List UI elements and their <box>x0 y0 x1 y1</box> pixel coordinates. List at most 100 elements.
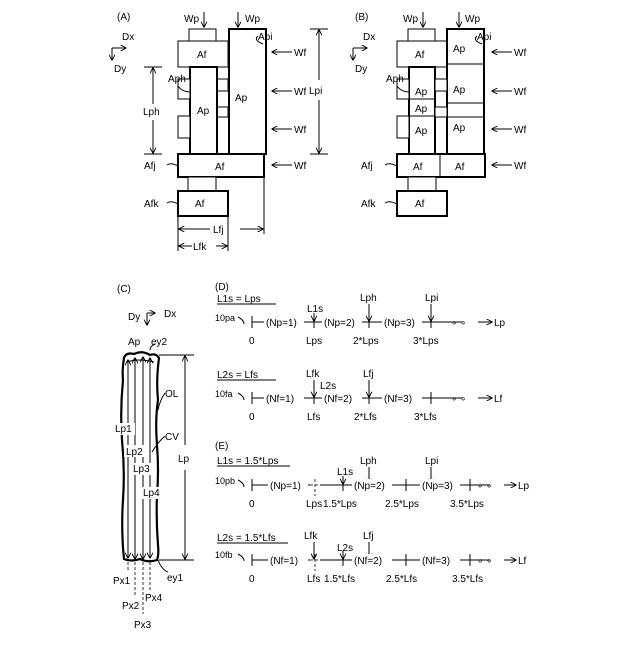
ap-label: Ap <box>415 126 428 137</box>
wf-label: Wf <box>514 48 526 59</box>
e-row1-seg3: (Np=3) <box>422 481 453 492</box>
af-label: Af <box>195 199 205 210</box>
ap-label: Ap <box>128 337 141 348</box>
lp4-label: Lp4 <box>143 488 160 499</box>
panel-c: (C) Dy Dx Ap ey2 Lp1 Lp2 Lp3 Lp4 OL CV <box>113 284 194 631</box>
panel-e-label: (E) <box>215 441 228 452</box>
d-row2-t2: 2*Lfs <box>354 412 377 423</box>
af-label: Af <box>215 162 225 173</box>
d-row2-mark: L2s <box>320 381 336 392</box>
e-row-2: L2s = 1.5*Lfs 10fb Lfk Lfj L2s (Nf=1) (N… <box>215 531 527 585</box>
ap-label: Ap <box>415 87 428 98</box>
connector-block <box>435 79 447 91</box>
d-row2-t1: Lfs <box>307 412 320 423</box>
e-row1-t3: 2.5*Lps <box>385 499 419 510</box>
d-row1-seg2: (Np=2) <box>324 318 355 329</box>
ap-column-tall <box>229 29 266 154</box>
wp-label-1: Wp <box>403 14 418 25</box>
ap-label: Ap <box>235 93 248 104</box>
wp-label-2: Wp <box>465 14 480 25</box>
e-row2-ref: 10fb <box>215 550 233 560</box>
lfj-label: Lfj <box>213 225 224 236</box>
d-row1-top1: Lph <box>360 293 377 304</box>
panel-a: (A) Dx Dy Wp Wp Af Ap Ap Af <box>112 12 328 253</box>
af-label: Af <box>455 162 465 173</box>
d-row1-t1: Lps <box>306 336 322 347</box>
af-label: Af <box>415 50 425 61</box>
e-row1-t1: Lps <box>306 499 322 510</box>
wp-label-2: Wp <box>245 14 260 25</box>
d-row1-mark: L1s <box>307 304 323 315</box>
e-row1-t2: 1.5*Lps <box>323 499 357 510</box>
px4-label: Px4 <box>145 593 163 604</box>
d-row2-end: Lf <box>494 394 503 405</box>
ap-label: Ap <box>415 104 428 115</box>
panel-b-label: (B) <box>355 12 368 23</box>
wf-label: Wf <box>294 125 306 136</box>
e-row2-top2: Lfj <box>363 531 374 542</box>
d-row2-dots: ∘ ∘ <box>451 394 466 405</box>
wp-label-1: Wp <box>184 14 199 25</box>
lpi-label: Lpi <box>309 86 322 97</box>
e-row2-seg3: (Nf=3) <box>422 556 450 567</box>
d-row1-title: L1s = Lps <box>217 294 261 305</box>
panel-c-label: (C) <box>117 284 131 295</box>
e-row1-mark: L1s <box>337 467 353 478</box>
lfk-label: Lfk <box>193 242 207 253</box>
af-label: Af <box>415 199 425 210</box>
px2-label: Px2 <box>122 601 140 612</box>
d-row2-t3: 3*Lfs <box>414 412 437 423</box>
afj-label: Afj <box>361 161 373 172</box>
dx-label: Dx <box>363 32 375 43</box>
d-row-2: L2s = Lfs 10fa Lfk Lfj L2s (Nf=1) (Nf=2)… <box>215 369 503 423</box>
api-label: Api <box>258 32 272 43</box>
afj-label: Afj <box>144 161 156 172</box>
wf-label: Wf <box>514 161 526 172</box>
d-row2-seg3: (Nf=3) <box>384 394 412 405</box>
direction-indicator-b: Dx Dy <box>353 32 375 75</box>
connector-block <box>189 29 216 41</box>
d-row1-t2: 2*Lps <box>353 336 379 347</box>
d-row2-title: L2s = Lfs <box>217 370 258 381</box>
af-label: Af <box>197 50 207 61</box>
wf-label: Wf <box>294 48 306 59</box>
e-row1-top2: Lpi <box>425 456 438 467</box>
panel-a-label: (A) <box>117 12 130 23</box>
px1-label: Px1 <box>113 576 131 587</box>
wf-label: Wf <box>514 87 526 98</box>
e-row1-title: L1s = 1.5*Lps <box>217 456 278 467</box>
d-row1-top2: Lpi <box>425 293 438 304</box>
aph-label: Aph <box>168 74 186 85</box>
e-row2-title: L2s = 1.5*Lfs <box>217 533 276 544</box>
e-row1-t0: 0 <box>249 499 255 510</box>
d-row1-ref: 10pa <box>215 313 235 323</box>
api-label: Api <box>477 32 491 43</box>
d-row1-end: Lp <box>494 318 506 329</box>
e-row2-end: Lf <box>518 556 527 567</box>
dy-label: Dy <box>355 64 367 75</box>
e-row1-ref: 10pb <box>215 476 235 486</box>
ol-label: OL <box>165 389 179 400</box>
ap-label: Ap <box>453 44 466 55</box>
dx-label: Dx <box>164 309 176 320</box>
wf-label: Wf <box>294 161 306 172</box>
px3-label: Px3 <box>134 620 152 631</box>
dy-label: Dy <box>128 312 140 323</box>
direction-indicator-c: Dy Dx <box>128 309 176 325</box>
e-row1-t4: 3.5*Lps <box>450 499 484 510</box>
e-row2-t0: 0 <box>249 574 255 585</box>
side-stub <box>397 116 409 138</box>
e-row2-dots: ∘ ∘ <box>477 556 492 567</box>
lph-label: Lph <box>143 107 160 118</box>
e-row2-t1: Lfs <box>307 574 320 585</box>
ap-label: Ap <box>453 85 466 96</box>
e-row1-end: Lp <box>518 481 530 492</box>
connector-block <box>217 79 228 91</box>
d-row1-t0: 0 <box>249 336 255 347</box>
e-row2-mark: L2s <box>337 543 353 554</box>
side-stub <box>178 116 190 138</box>
d-row1-seg3: (Np=3) <box>384 318 415 329</box>
af-block-joint-split <box>397 154 485 177</box>
e-row2-t3: 2.5*Lfs <box>386 574 417 585</box>
